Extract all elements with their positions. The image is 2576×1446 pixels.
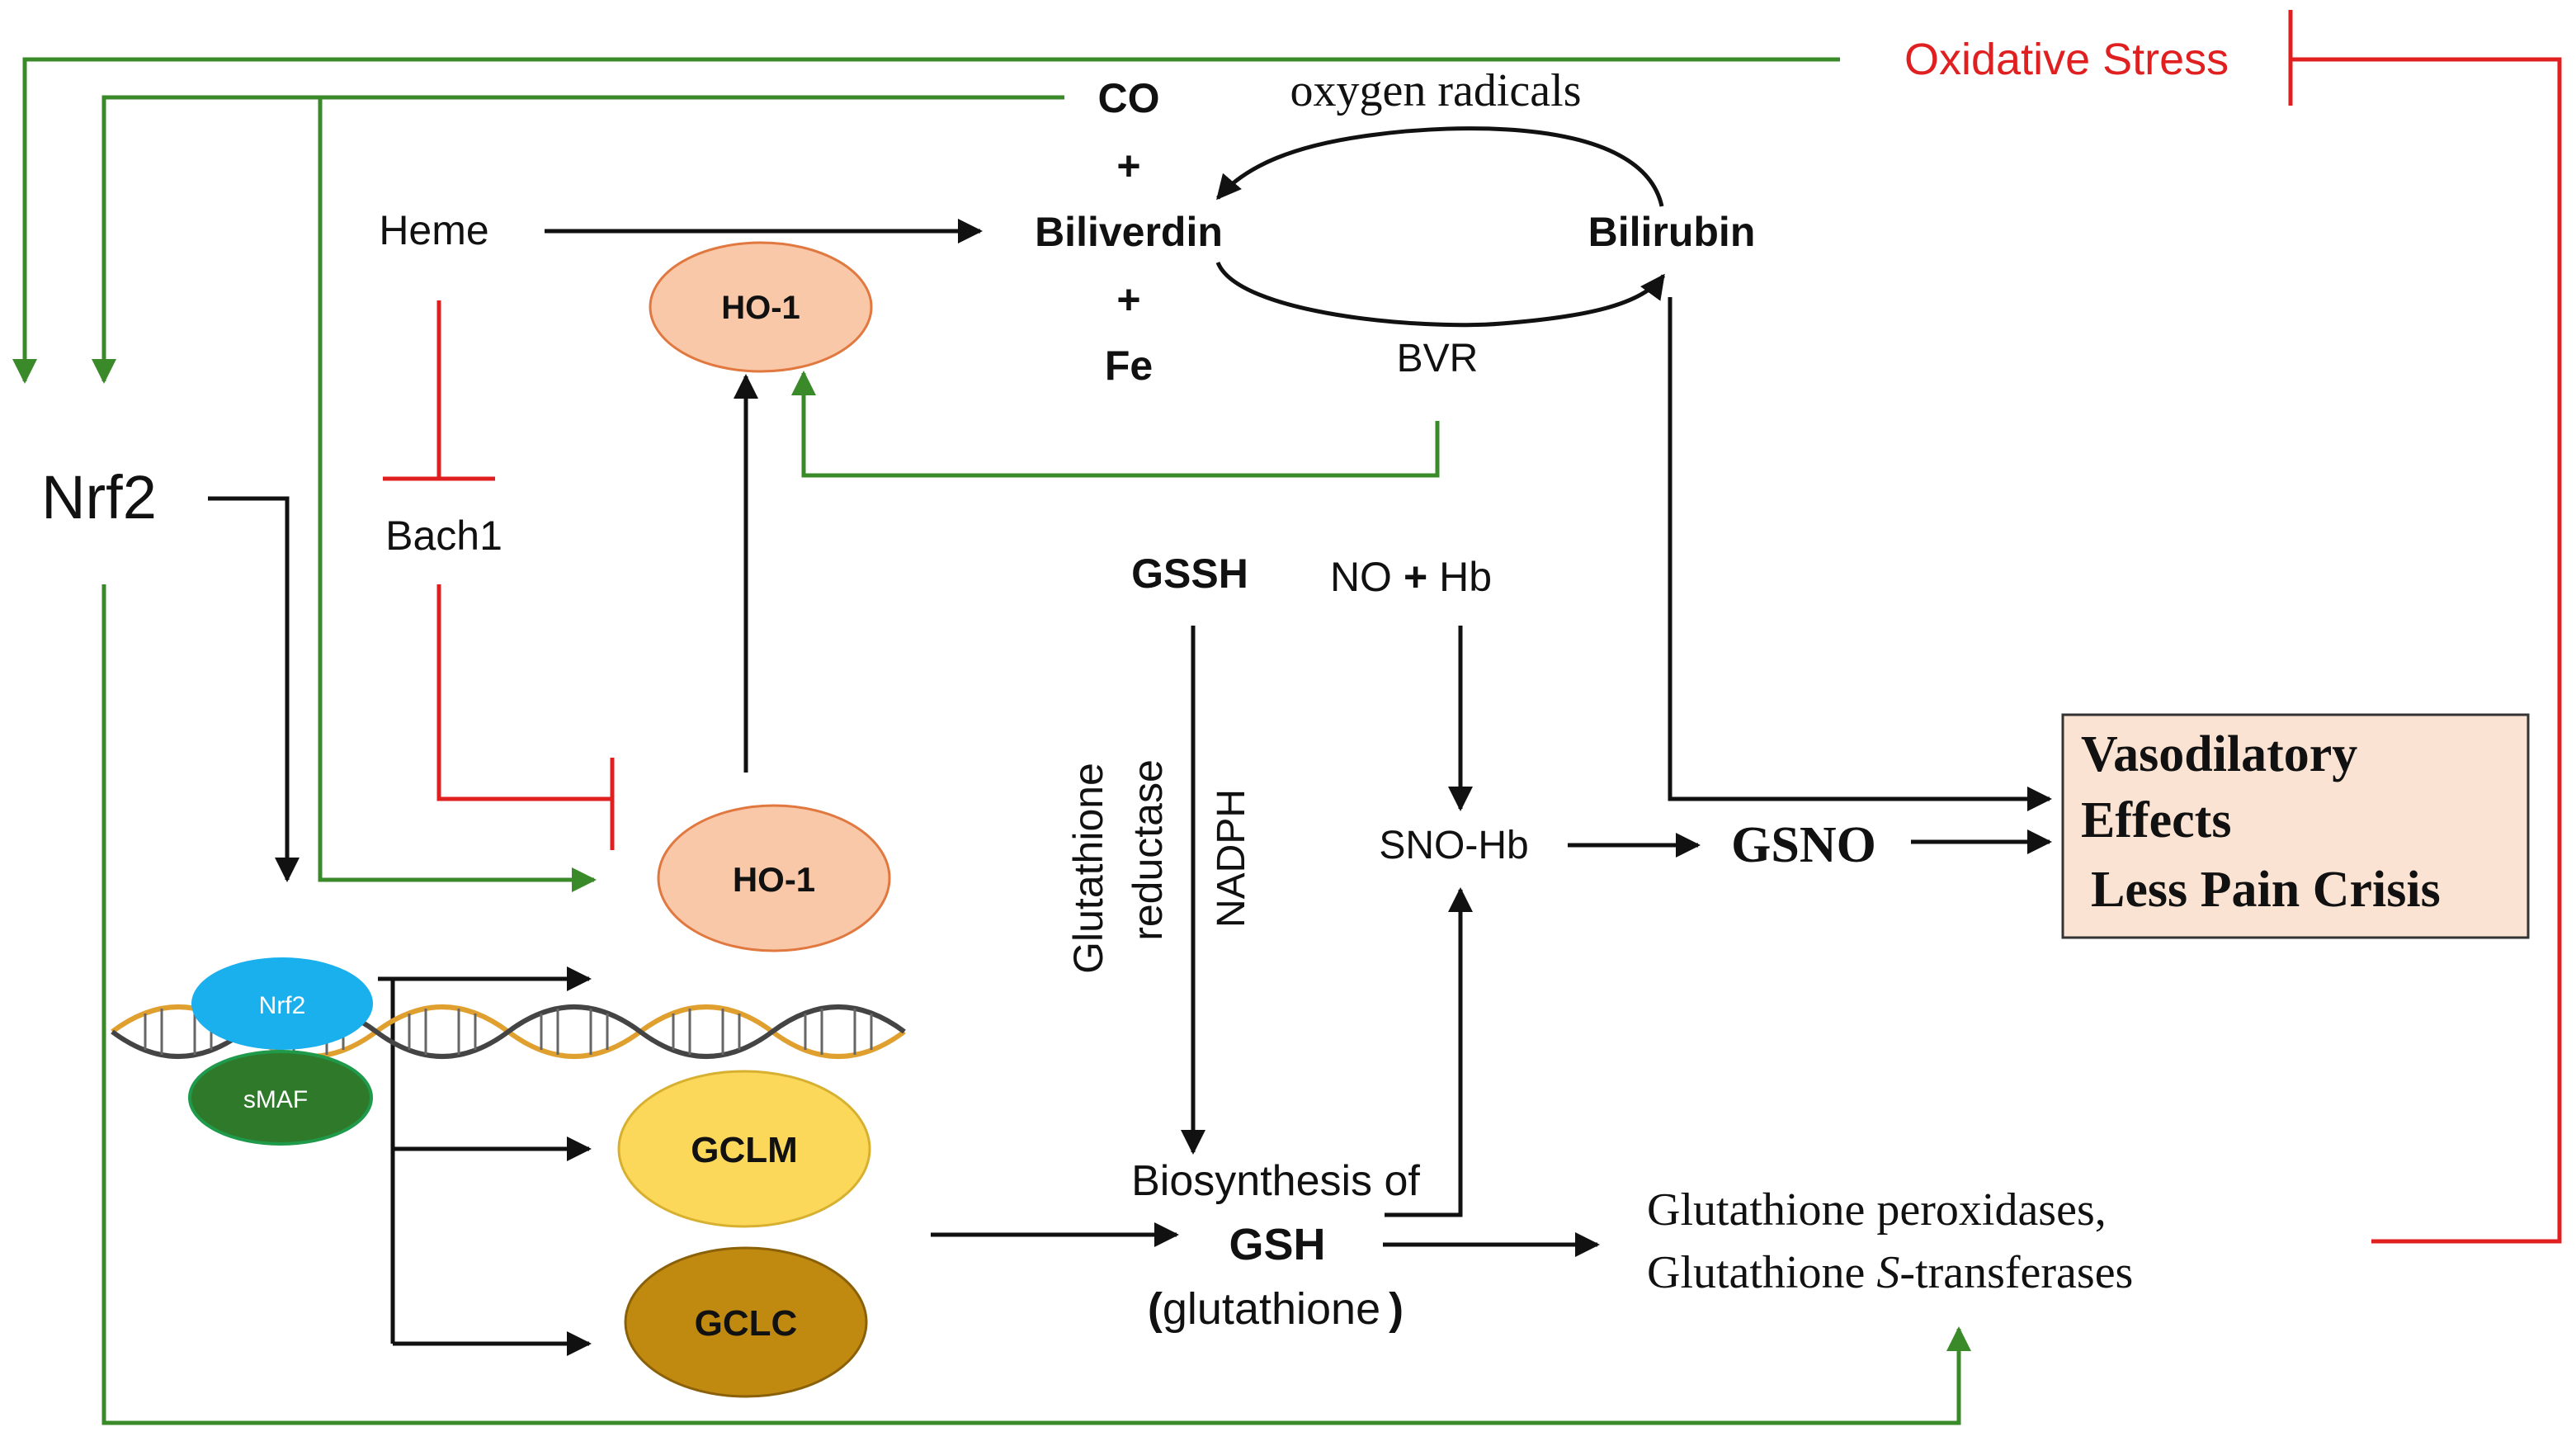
nrf2-to-dna-arrow	[208, 496, 300, 882]
oxidative-stress-label: Oxidative Stress	[1904, 35, 2229, 84]
glutathione-paren-label: (glutathione)	[1148, 1284, 1404, 1334]
gpx-label: Glutathione peroxidases,	[1647, 1184, 2107, 1236]
biliverdin-label: Biliverdin	[1035, 209, 1223, 255]
ho1-top-ellipse	[649, 241, 873, 373]
gclc-label: GCLC	[695, 1303, 798, 1344]
gsh-label: GSH	[1229, 1220, 1325, 1269]
bilirubin-to-vasodilatory-arrow	[1668, 297, 2052, 811]
effects-label: Effects	[2081, 792, 2231, 848]
sno-hb-label: SNO-Hb	[1379, 824, 1528, 867]
nadph-vertical-label: NADPH	[1210, 789, 1253, 928]
nrf2-to-gpx-line	[101, 584, 1971, 1425]
gst-label: Glutathione S-transferases	[1647, 1247, 2133, 1298]
labels: Oxidative Stress CO + Biliverdin + Fe ox…	[41, 35, 2441, 1344]
oxidative-to-nrf2-line	[12, 57, 1840, 384]
dna-nrf2-ellipse	[191, 957, 373, 1050]
ho1-bottom-label: HO-1	[733, 860, 815, 899]
heme-label: Heme	[379, 207, 488, 253]
co-to-ho1-line	[318, 97, 597, 892]
bach1-label: Bach1	[385, 513, 502, 559]
gsno-label: GSNO	[1731, 817, 1876, 873]
plus-fe-label: +	[1116, 276, 1140, 323]
red-inhibitors	[383, 10, 2562, 1244]
green-connectors	[12, 57, 1971, 1425]
reductase-vertical-label: reductase	[1125, 759, 1171, 941]
oxygen-radicals-label: oxygen radicals	[1290, 65, 1582, 116]
co-label: CO	[1098, 75, 1160, 121]
plus-co-label: +	[1116, 143, 1140, 189]
gclm-label: GCLM	[691, 1130, 798, 1170]
gsh-to-snohb-arrow	[1385, 887, 1473, 1217]
bvr-to-ho1-line	[791, 371, 1440, 478]
dna-smaf-ellipse	[188, 1050, 373, 1146]
bilirubin-to-biliverdin-arc	[1216, 126, 1664, 207]
nrf2-label: Nrf2	[41, 463, 157, 532]
biliverdin-to-bilirubin-arc	[1215, 261, 1666, 328]
fe-label: Fe	[1105, 343, 1153, 389]
glutathione-vertical-label: Glutathione	[1065, 763, 1111, 974]
bach1-ho1-inhibit-line	[436, 584, 611, 801]
vasodilatory-box	[2061, 713, 2530, 939]
no-label: NO+Hb	[1330, 554, 1492, 600]
bilirubin-label: Bilirubin	[1588, 209, 1756, 255]
ho1-bottom-ellipse	[657, 804, 891, 952]
black-arrows	[208, 126, 2052, 1356]
nodes	[188, 241, 2530, 1398]
less-pain-label: Less Pain Crisis	[2091, 862, 2441, 918]
gclc-ellipse	[624, 1246, 868, 1398]
biosynthesis-label: Biosynthesis of	[1131, 1157, 1420, 1205]
gpx-oxidative-inhibit-line	[2292, 57, 2562, 1244]
vasodilatory-label: Vasodilatory	[2081, 726, 2357, 782]
gclm-ellipse	[617, 1070, 871, 1228]
bvr-label: BVR	[1397, 337, 1479, 380]
gssh-label: GSSH	[1131, 551, 1248, 597]
dna-nrf2-label: Nrf2	[259, 992, 306, 1019]
ho1-top-label: HO-1	[721, 290, 800, 326]
dna-smaf-label: sMAF	[243, 1086, 308, 1113]
co-to-nrf2-line	[92, 95, 1064, 384]
